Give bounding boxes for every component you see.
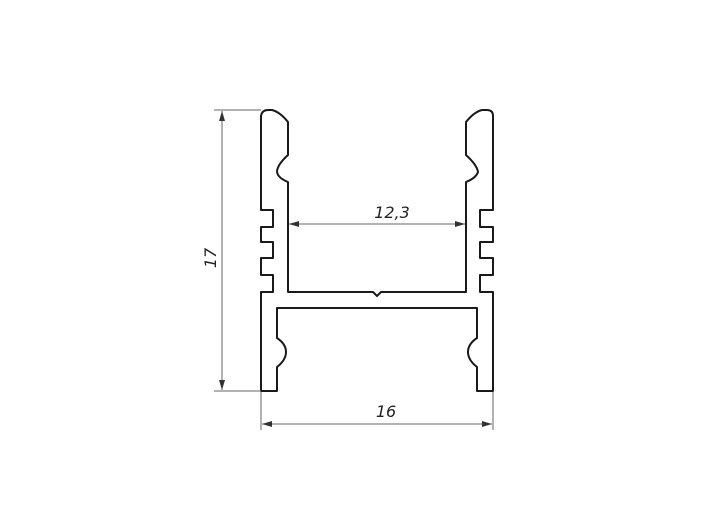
height-dimension <box>214 109 261 392</box>
profile-outline <box>260 109 494 392</box>
inner-width-dimension-label: 12,3 <box>374 203 410 222</box>
height-dimension-label: 17 <box>201 247 220 268</box>
width-dimension-label: 16 <box>376 402 396 421</box>
width-dimension <box>260 392 494 430</box>
